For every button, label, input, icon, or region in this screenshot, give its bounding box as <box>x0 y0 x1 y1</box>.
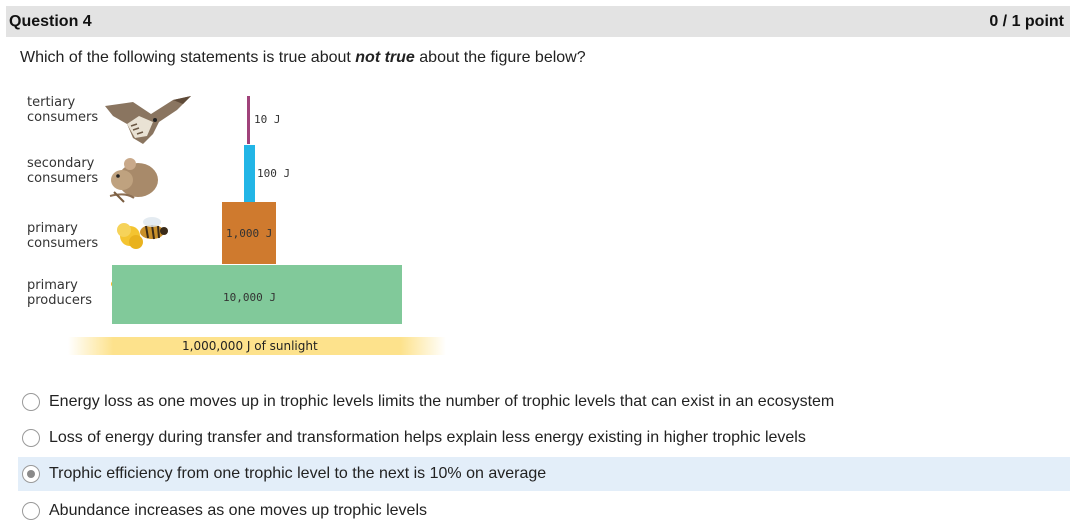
tertiary-energy-bar <box>247 96 250 144</box>
question-prompt: Which of the following statements is tru… <box>20 49 586 67</box>
prompt-emphasis: not true <box>355 49 415 66</box>
level-label-producers: primary producers <box>27 278 93 308</box>
producer-energy-bar <box>112 265 402 324</box>
answer-option-text: Loss of energy during transfer and trans… <box>49 429 806 446</box>
question-title: Question 4 <box>9 12 92 30</box>
sunlight-label: 1,000,000 J of sunlight <box>182 339 318 353</box>
radio-selected-dot <box>27 470 35 478</box>
answer-option-text: Trophic efficiency from one trophic leve… <box>49 465 547 482</box>
answer-option-2[interactable]: Loss of energy during transfer and trans… <box>18 421 1070 455</box>
radio-button[interactable] <box>22 393 40 411</box>
level-label-tertiary: tertiary consumers <box>27 95 99 125</box>
secondary-energy-bar <box>244 145 255 202</box>
answer-option-1[interactable]: Energy loss as one moves up in trophic l… <box>18 385 1070 419</box>
sunlight-band: 1,000,000 J of sunlight <box>68 337 446 355</box>
hawk-icon <box>105 96 191 144</box>
tertiary-energy-value: 10 J <box>254 113 281 126</box>
radio-button[interactable] <box>22 502 40 520</box>
bee-icon <box>117 217 168 249</box>
question-points: 0 / 1 point <box>989 12 1064 30</box>
prompt-text-before: Which of the following statements is tru… <box>20 49 356 66</box>
radio-button-selected[interactable] <box>22 465 40 483</box>
level-label-primary: primary consumers <box>27 221 99 251</box>
producer-energy-value: 10,000 J <box>223 291 276 304</box>
answer-option-text: Energy loss as one moves up in trophic l… <box>49 393 835 410</box>
flower-icon <box>111 267 157 321</box>
prompt-text-after: about the figure below? <box>414 49 586 66</box>
primary-energy-value: 1,000 J <box>226 227 273 240</box>
answer-option-text: Abundance increases as one moves up trop… <box>49 502 427 519</box>
answer-option-4[interactable]: Abundance increases as one moves up trop… <box>18 494 1070 528</box>
question-header: Question 4 0 / 1 point <box>6 6 1070 37</box>
primary-energy-bar <box>222 202 276 264</box>
answer-option-3[interactable]: Trophic efficiency from one trophic leve… <box>18 457 1070 491</box>
secondary-energy-value: 100 J <box>257 167 291 180</box>
level-label-secondary: secondary consumers <box>27 156 99 186</box>
radio-button[interactable] <box>22 429 40 447</box>
mouse-icon <box>109 158 158 203</box>
